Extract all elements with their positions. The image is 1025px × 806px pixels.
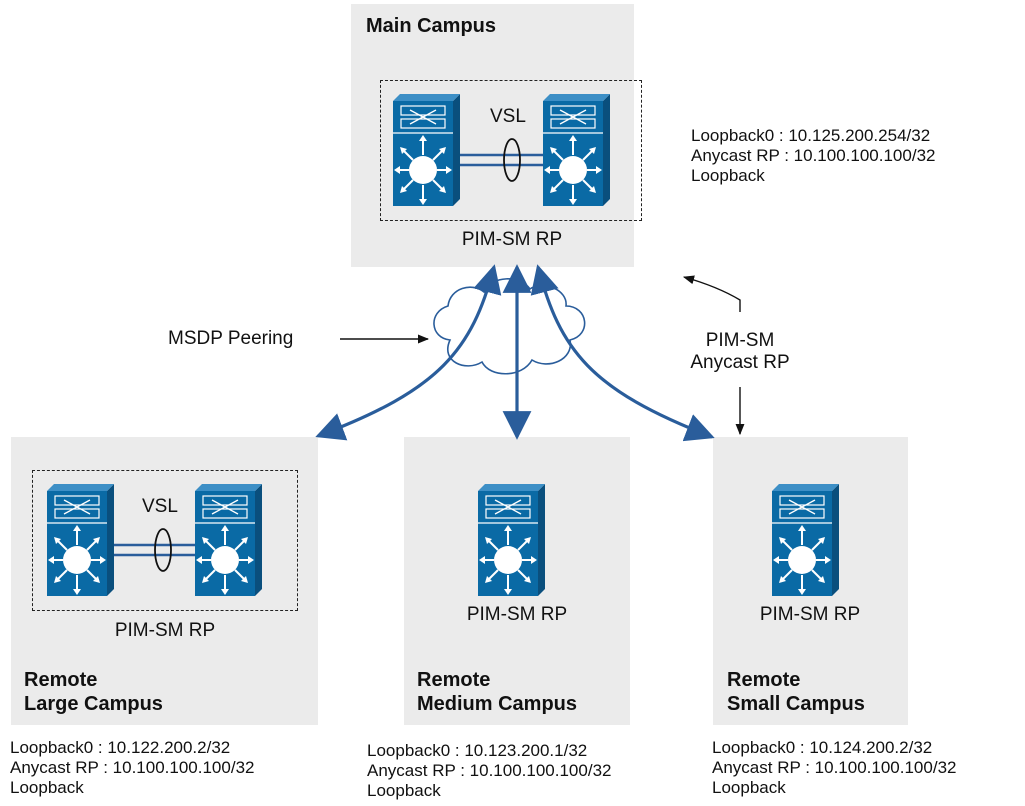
large-rp-label: PIM-SM RP bbox=[114, 620, 216, 641]
large-vsl-bundle-icon bbox=[114, 528, 195, 572]
medium-rp-label: PIM-SM RP bbox=[466, 604, 568, 625]
main-vss-boundary bbox=[380, 80, 642, 221]
medium-switch-icon bbox=[477, 483, 546, 597]
small-loopback-info: Loopback0 : 10.124.200.2/32 Anycast RP :… bbox=[712, 738, 957, 797]
main-vsl-bundle-icon bbox=[460, 138, 543, 182]
small-campus-title: Remote Small Campus bbox=[727, 669, 865, 715]
large-campus-title: Remote Large Campus bbox=[24, 669, 163, 715]
main-campus-title: Main Campus bbox=[366, 15, 497, 37]
large-vss-boundary bbox=[32, 470, 298, 611]
medium-campus-title: Remote Medium Campus bbox=[417, 669, 578, 715]
main-switch-right-icon bbox=[542, 93, 611, 207]
link-main-small bbox=[530, 264, 715, 442]
anycast-pointer-up bbox=[682, 275, 741, 312]
link-main-large bbox=[315, 264, 502, 441]
main-switch-left-icon bbox=[392, 93, 461, 207]
medium-loopback-info: Loopback0 : 10.123.200.1/32 Anycast RP :… bbox=[367, 741, 612, 800]
large-vsl-label: VSL bbox=[142, 496, 178, 517]
main-vsl-label: VSL bbox=[490, 106, 526, 127]
large-loopback-info: Loopback0 : 10.122.200.2/32 Anycast RP :… bbox=[10, 738, 255, 797]
anycast-rp-label: PIM-SM Anycast RP bbox=[690, 330, 790, 373]
cloud-icon bbox=[433, 278, 586, 375]
large-switch-right-icon bbox=[194, 483, 263, 597]
main-loopback-info: Loopback0 : 10.125.200.254/32 Anycast RP… bbox=[691, 126, 936, 185]
main-rp-label: PIM-SM RP bbox=[461, 229, 563, 250]
small-switch-icon bbox=[771, 483, 840, 597]
small-rp-label: PIM-SM RP bbox=[759, 604, 861, 625]
msdp-peering-label: MSDP Peering bbox=[168, 328, 294, 349]
large-switch-left-icon bbox=[46, 483, 115, 597]
